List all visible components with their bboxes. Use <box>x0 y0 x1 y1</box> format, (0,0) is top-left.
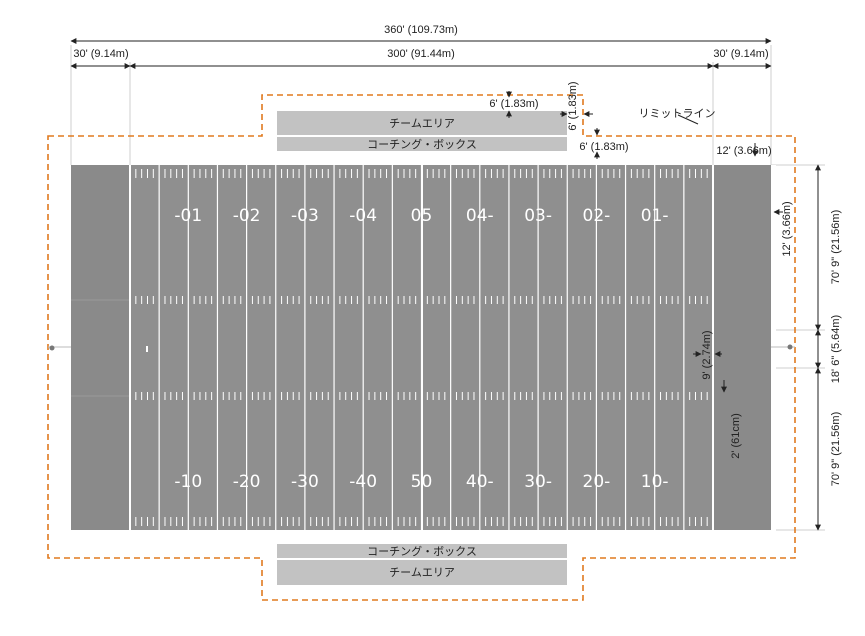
endzone-right-label: 30' (9.14m) <box>713 48 768 60</box>
half-width-bottom-label: 70' 9" (21.56m) <box>830 412 842 487</box>
yard-number-bottom: -30 <box>291 472 319 492</box>
limit-line-pointer <box>677 114 699 125</box>
yard-number-bottom: -10 <box>174 472 202 492</box>
limit-to-endline-label: 12' (3.66m) <box>781 201 793 256</box>
team-area-bottom-label: チームエリア <box>389 566 455 579</box>
field-length-label: 300' (91.44m) <box>387 48 455 60</box>
endzone-left <box>71 165 130 530</box>
endzone-left-label: 30' (9.14m) <box>73 48 128 60</box>
half-width-top-label: 70' 9" (21.56m) <box>830 210 842 285</box>
endzone-right <box>713 165 771 530</box>
hash-marks <box>71 169 708 526</box>
yard-number-top: -01 <box>174 206 202 226</box>
gap-top-label: 6' (1.83m) <box>489 98 538 110</box>
yard-number-bottom: 20- <box>583 472 611 492</box>
limit-line-label: リミットライン <box>639 108 716 120</box>
try-line-mark <box>146 346 148 352</box>
hash-width-label: 18' 6" (5.64m) <box>830 315 842 383</box>
gap-bottom-label: 6' (1.83m) <box>579 141 628 153</box>
coaching-box-bottom-label: コーチング・ボックス <box>367 544 477 558</box>
yard-number-top: 03- <box>524 206 552 226</box>
limit-to-sideline-label: 12' (3.66m) <box>716 145 771 157</box>
yard-number-top: 02- <box>583 206 611 226</box>
coaching-box-top-label: コーチング・ボックス <box>367 137 477 151</box>
yard-number-bottom: 40- <box>466 472 494 492</box>
hash-length-label: 9' (2.74m) <box>701 330 713 379</box>
goal-post-right <box>787 344 793 350</box>
limit-line-boundary <box>47 94 796 601</box>
goal-post-left <box>49 345 55 351</box>
yard-number-top: 05 <box>411 206 433 226</box>
yard-number-bottom: 10- <box>641 472 669 492</box>
team-area-bottom <box>277 560 567 585</box>
total-length-label: 360' (109.73m) <box>384 24 458 36</box>
yard-number-top: -02 <box>233 206 261 226</box>
team-area-top <box>277 111 567 135</box>
yard-number-bottom: -40 <box>349 472 377 492</box>
yard-number-bottom: 30- <box>524 472 552 492</box>
yard-numbers-top: -01 -02 -03 -04 05 04- 03- 02- 01- <box>174 206 668 226</box>
yard-number-top: -04 <box>349 206 377 226</box>
team-area-top-label: チームエリア <box>389 117 455 130</box>
yard-number-top: -03 <box>291 206 319 226</box>
yard-number-bottom: -20 <box>233 472 261 492</box>
yard-number-top: 01- <box>641 206 669 226</box>
goal-gap-label: 2' (61cm) <box>730 413 742 459</box>
yard-number-bottom: 50 <box>411 472 433 492</box>
yard-numbers-bottom: -10 -20 -30 -40 50 40- 30- 20- 10- <box>174 472 668 492</box>
coaching-box-bottom <box>277 544 567 558</box>
gap-side-vertical-label: 6' (1.83m) <box>567 81 579 130</box>
coaching-box-top <box>277 137 567 151</box>
yard-number-top: 04- <box>466 206 494 226</box>
